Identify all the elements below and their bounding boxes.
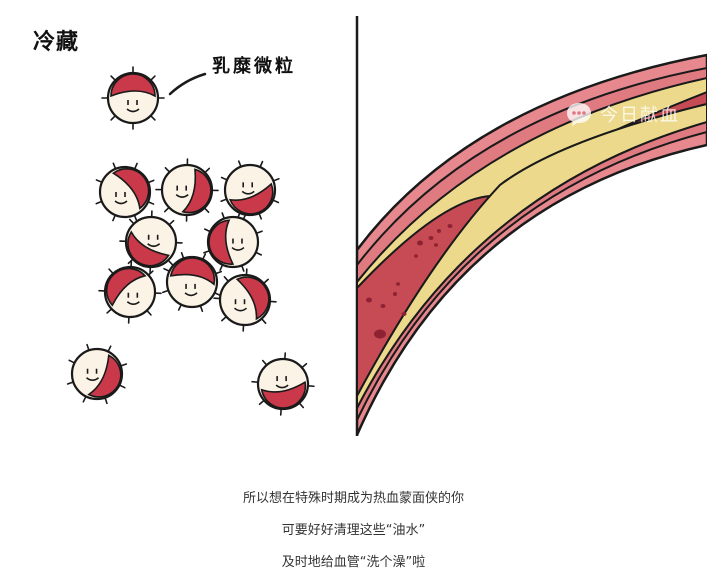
illustration-canvas bbox=[66, 16, 707, 436]
chylomicron-particle bbox=[251, 352, 315, 416]
chylomicron-particle bbox=[119, 210, 183, 274]
chylomicron-particle bbox=[161, 251, 223, 313]
chylomicron-particle bbox=[213, 268, 277, 332]
caption-line-3: 及时地给血管“洗个澡”啦 bbox=[281, 555, 426, 570]
watermark: 今日献血 bbox=[564, 96, 707, 132]
chylomicron-particle bbox=[101, 66, 165, 130]
chylomicron-label: 乳糜微粒 bbox=[212, 56, 296, 77]
label-pointer-line bbox=[168, 72, 207, 96]
chylomicron-particle bbox=[203, 212, 263, 272]
caption-line-2: 可要好好清理这些“油水” bbox=[281, 523, 426, 538]
chylomicron-particle bbox=[98, 260, 162, 324]
fat-plaque-lower bbox=[358, 102, 707, 409]
chylomicron-particles bbox=[66, 66, 315, 416]
chat-bubble-icon bbox=[567, 103, 591, 126]
chylomicron-particle bbox=[155, 158, 219, 222]
caption-line-1: 所以想在特殊时期成为热血蒙面侠的你 bbox=[242, 491, 464, 506]
watermark-text: 今日献血 bbox=[600, 105, 680, 126]
chylomicron-particle bbox=[220, 160, 280, 220]
chylomicron-particle bbox=[66, 343, 128, 405]
panel-title: 冷藏 bbox=[33, 30, 80, 55]
fat-droplets bbox=[366, 224, 453, 339]
chylomicron-particle bbox=[95, 162, 155, 222]
